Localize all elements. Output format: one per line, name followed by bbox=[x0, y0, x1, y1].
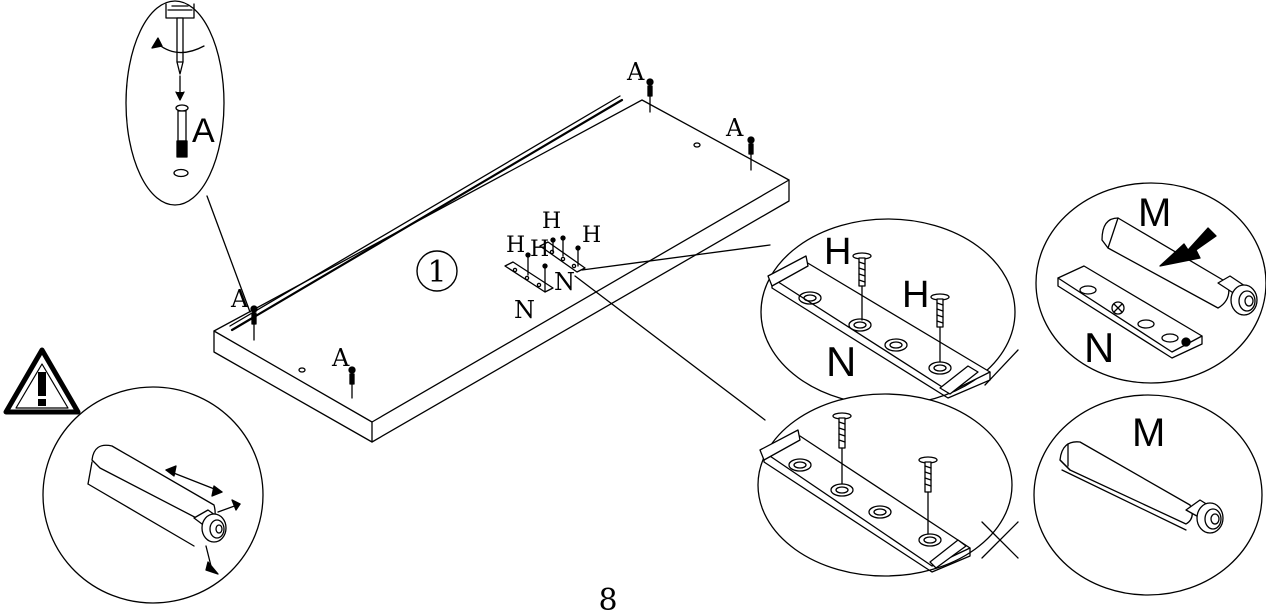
leader-line-incorrect bbox=[574, 275, 766, 421]
label-h-2: H bbox=[530, 237, 549, 262]
dowel-a-back bbox=[646, 78, 654, 113]
labels: A A A A A H H H H N N H H N M N M 1 8 bbox=[192, 58, 1171, 613]
dowel-a-left bbox=[250, 305, 258, 341]
step-number: 1 bbox=[427, 255, 446, 290]
label-h-callout-2: H bbox=[902, 274, 929, 316]
adjustment-callout bbox=[42, 386, 264, 604]
label-a-callout: A bbox=[192, 112, 215, 150]
page-number: 8 bbox=[598, 583, 617, 613]
plate-correct-callout bbox=[760, 218, 1019, 406]
shelf-panel bbox=[213, 95, 790, 443]
catch-mounting-callout bbox=[1035, 182, 1266, 384]
label-h-callout-1: H bbox=[824, 231, 851, 273]
warning-icon bbox=[3, 347, 81, 415]
dowel-a-front bbox=[348, 366, 356, 399]
label-m-callout-2: M bbox=[1132, 411, 1165, 455]
label-n-callout-2: N bbox=[1084, 324, 1114, 371]
label-a-right: A bbox=[725, 114, 744, 142]
label-h-1: H bbox=[506, 233, 525, 258]
label-h-3: H bbox=[542, 209, 561, 234]
label-n-2: N bbox=[554, 268, 575, 296]
leader-line-dowel bbox=[206, 195, 251, 313]
label-n-callout: N bbox=[826, 338, 856, 385]
label-n-1: N bbox=[514, 296, 535, 324]
label-m-callout-1: M bbox=[1138, 191, 1171, 235]
label-h-4: H bbox=[582, 223, 601, 248]
leader-line-correct bbox=[581, 244, 771, 271]
step-number-circle bbox=[416, 250, 458, 292]
label-a-back: A bbox=[626, 58, 645, 86]
label-a-front: A bbox=[331, 344, 350, 372]
label-a-left: A bbox=[230, 285, 249, 313]
plate-incorrect-callout bbox=[757, 393, 1019, 577]
dowel-insertion-callout bbox=[125, 0, 225, 206]
catch-detail-callout bbox=[1033, 394, 1263, 596]
dowel-a-right bbox=[747, 136, 755, 171]
mounting-plate-n-small bbox=[504, 235, 586, 293]
